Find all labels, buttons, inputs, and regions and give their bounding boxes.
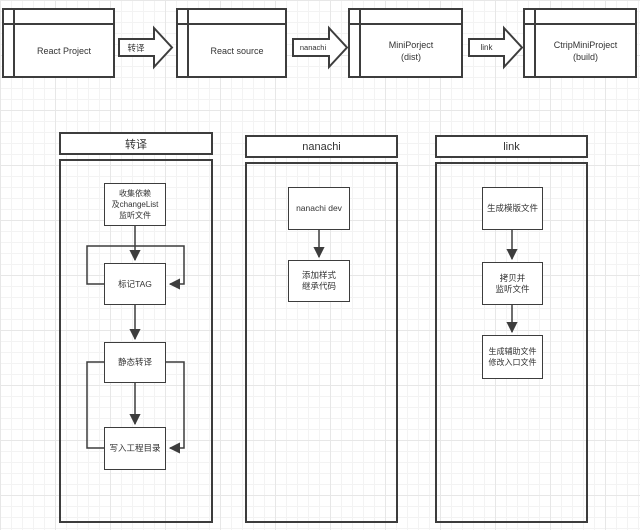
node-sidebar-stripe bbox=[350, 10, 361, 76]
flow-node-label: CtripMiniProject (build) bbox=[553, 39, 618, 62]
step-mark-tag: 标记TAG bbox=[104, 263, 166, 305]
lane-title-link: link bbox=[435, 135, 588, 158]
arrow-label-transpile: 转译 bbox=[127, 42, 145, 53]
flow-node-label: React Project bbox=[36, 45, 92, 56]
flow-node-react-source: React source bbox=[176, 8, 287, 78]
node-titlebar bbox=[350, 10, 461, 25]
lane-body-transpile bbox=[59, 159, 213, 523]
step-static-transpile: 静态转译 bbox=[104, 342, 166, 383]
node-sidebar-stripe bbox=[178, 10, 189, 76]
node-sidebar-stripe bbox=[4, 10, 15, 76]
step-nanachi-dev: nanachi dev bbox=[288, 187, 350, 230]
arrow-label-link: link bbox=[480, 43, 493, 52]
node-titlebar bbox=[178, 10, 285, 25]
step-add-style-inherit: 添加样式 继承代码 bbox=[288, 260, 350, 302]
lane-body-link bbox=[435, 162, 588, 523]
arrow-label-nanachi: nanachi bbox=[299, 43, 327, 52]
flow-node-miniproject-dist: MiniPorject (dist) bbox=[348, 8, 463, 78]
flow-node-label: MiniPorject (dist) bbox=[388, 39, 434, 62]
step-copy-watch-files: 拷贝并 监听文件 bbox=[482, 262, 543, 305]
step-collect-deps: 收集依赖 及changeList 监听文件 bbox=[104, 183, 166, 226]
lane-title-transpile: 转译 bbox=[59, 132, 213, 155]
lane-body-nanachi bbox=[245, 162, 398, 523]
node-sidebar-stripe bbox=[525, 10, 536, 76]
step-write-project-dir: 写入工程目录 bbox=[104, 427, 166, 470]
node-titlebar bbox=[525, 10, 635, 25]
step-generate-helper-entry: 生成辅助文件 修改入口文件 bbox=[482, 335, 543, 379]
node-titlebar bbox=[4, 10, 113, 25]
step-generate-template: 生成模版文件 bbox=[482, 187, 543, 230]
flow-node-label: React source bbox=[210, 45, 264, 56]
flow-node-ctripminiproject-build: CtripMiniProject (build) bbox=[523, 8, 637, 78]
flow-node-react-project: React Project bbox=[2, 8, 115, 78]
lane-title-nanachi: nanachi bbox=[245, 135, 398, 158]
